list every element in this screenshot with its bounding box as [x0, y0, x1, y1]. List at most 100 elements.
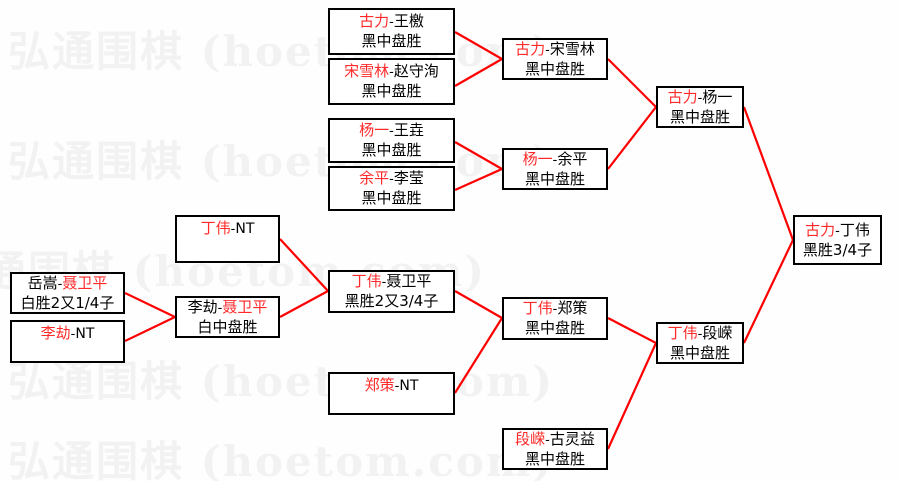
match-players: 宋雪林-赵守洵	[344, 62, 439, 82]
match-result: 黑胜3/4子	[802, 240, 873, 259]
player-separator: -	[217, 300, 223, 316]
match-result: 黑中盘胜	[524, 59, 585, 78]
match-result: 黑中盘胜	[669, 107, 730, 126]
player-name: 李劫	[187, 297, 218, 316]
match-players: 郑策-NT	[365, 376, 419, 396]
player-separator: -	[552, 152, 558, 168]
player-separator: -	[70, 327, 76, 342]
match-players: 岳嵩-聂卫平	[28, 274, 108, 294]
connector-line	[454, 141, 503, 170]
match-players: 李劫-NT	[41, 324, 95, 344]
player-name: 聂卫平	[386, 272, 432, 290]
match-players: 古力-丁伟	[805, 221, 870, 241]
match-box[interactable]: 丁伟-聂卫平黑胜2又3/4子	[328, 270, 455, 313]
player-name: 聂卫平	[222, 297, 268, 316]
player-name: 郑策	[364, 376, 395, 394]
match-players: 余平-李莹	[359, 169, 424, 189]
match-players: 古力-宋雪林	[515, 40, 595, 60]
player-separator: -	[545, 432, 550, 448]
match-box[interactable]: 古力-王檄黑中盘胜	[328, 8, 455, 55]
match-result: 黑中盘胜	[361, 189, 422, 207]
player-name: 李劫	[40, 324, 71, 342]
connector-line	[454, 31, 503, 60]
player-name: 丁伟	[667, 323, 698, 342]
match-result: 白中盘胜	[197, 317, 258, 336]
player-name: NT	[75, 326, 95, 342]
player-name: 古力	[359, 12, 390, 30]
connector-line	[279, 238, 329, 292]
player-name: 杨一	[702, 87, 733, 106]
player-name: 丁伟	[522, 299, 553, 317]
match-box[interactable]: 古力-宋雪林黑中盘胜	[502, 38, 608, 80]
connector-line	[606, 342, 658, 450]
match-result: 黑中盘胜	[361, 32, 422, 50]
connector-line	[454, 58, 503, 87]
match-result: 白胜2又1/4子	[20, 293, 115, 312]
player-name: 古力	[805, 220, 836, 239]
player-name: 古力	[515, 39, 546, 58]
match-result: 黑中盘胜	[669, 343, 730, 362]
player-separator: -	[545, 42, 550, 58]
player-name: 聂卫平	[62, 273, 108, 292]
match-box[interactable]: 郑策-NT	[328, 372, 455, 415]
player-name: 赵守洵	[393, 62, 439, 80]
match-box[interactable]: 丁伟-NT	[175, 215, 280, 263]
connector-line	[454, 317, 503, 394]
match-box[interactable]: 段嵘-古灵益黑中盘胜	[502, 428, 608, 470]
match-box[interactable]: 杨一-余平黑中盘胜	[502, 148, 608, 190]
player-name: 余平	[557, 149, 588, 168]
player-name: 段嵘	[702, 323, 733, 342]
player-name: 宋雪林	[344, 62, 390, 80]
match-box[interactable]: 丁伟-段嵘黑中盘胜	[656, 322, 744, 364]
connector-line	[454, 167, 503, 192]
player-separator: -	[389, 65, 394, 80]
match-result: 黑中盘胜	[361, 82, 422, 100]
player-name: 郑策	[557, 299, 588, 317]
match-players: 丁伟-郑策	[523, 299, 588, 319]
player-name: 杨一	[359, 121, 390, 139]
match-result: 黑中盘胜	[524, 449, 585, 468]
match-box[interactable]: 李劫-NT	[10, 320, 125, 363]
match-box[interactable]: 古力-丁伟黑胜3/4子	[793, 215, 882, 265]
connector-line	[124, 292, 176, 318]
match-box[interactable]: 丁伟-郑策黑中盘胜	[502, 297, 608, 340]
match-players: 杨一-余平	[523, 150, 588, 170]
player-separator: -	[57, 276, 63, 292]
player-separator: -	[389, 15, 394, 30]
player-name: NT	[235, 221, 255, 237]
connector-line	[607, 106, 657, 170]
player-name: NT	[399, 378, 419, 394]
player-name: 李莹	[393, 169, 424, 187]
player-name: 古灵益	[549, 429, 595, 448]
match-result: 黑胜2又3/4子	[344, 292, 439, 310]
match-box[interactable]: 余平-李莹黑中盘胜	[328, 166, 455, 211]
connector-line	[607, 317, 657, 344]
player-name: 古力	[667, 87, 698, 106]
match-box[interactable]: 岳嵩-聂卫平白胜2又1/4子	[10, 272, 125, 314]
connector-line	[279, 290, 329, 318]
match-box[interactable]: 李劫-聂卫平白中盘胜	[175, 296, 280, 338]
player-separator: -	[697, 90, 703, 106]
match-players: 段嵘-古灵益	[515, 430, 595, 450]
match-result: 黑中盘胜	[524, 169, 585, 188]
match-result: 黑中盘胜	[361, 141, 422, 159]
match-players: 古力-王檄	[359, 12, 424, 32]
player-separator: -	[394, 379, 400, 394]
player-name: 丁伟	[351, 272, 382, 290]
match-box[interactable]: 宋雪林-赵守洵黑中盘胜	[328, 58, 455, 105]
player-separator: -	[697, 326, 703, 342]
connector-line	[743, 239, 794, 344]
connector-line	[742, 106, 795, 241]
match-box[interactable]: 古力-杨一黑中盘胜	[656, 86, 744, 128]
match-players: 古力-杨一	[668, 88, 733, 108]
match-box[interactable]: 杨一-王垚黑中盘胜	[328, 118, 455, 163]
player-separator: -	[381, 275, 387, 290]
connector-line	[454, 290, 503, 319]
player-separator: -	[835, 223, 840, 239]
match-players: 杨一-王垚	[359, 121, 424, 141]
player-separator: -	[389, 172, 394, 187]
connector-line	[607, 58, 657, 108]
match-players: 丁伟-NT	[201, 219, 255, 239]
